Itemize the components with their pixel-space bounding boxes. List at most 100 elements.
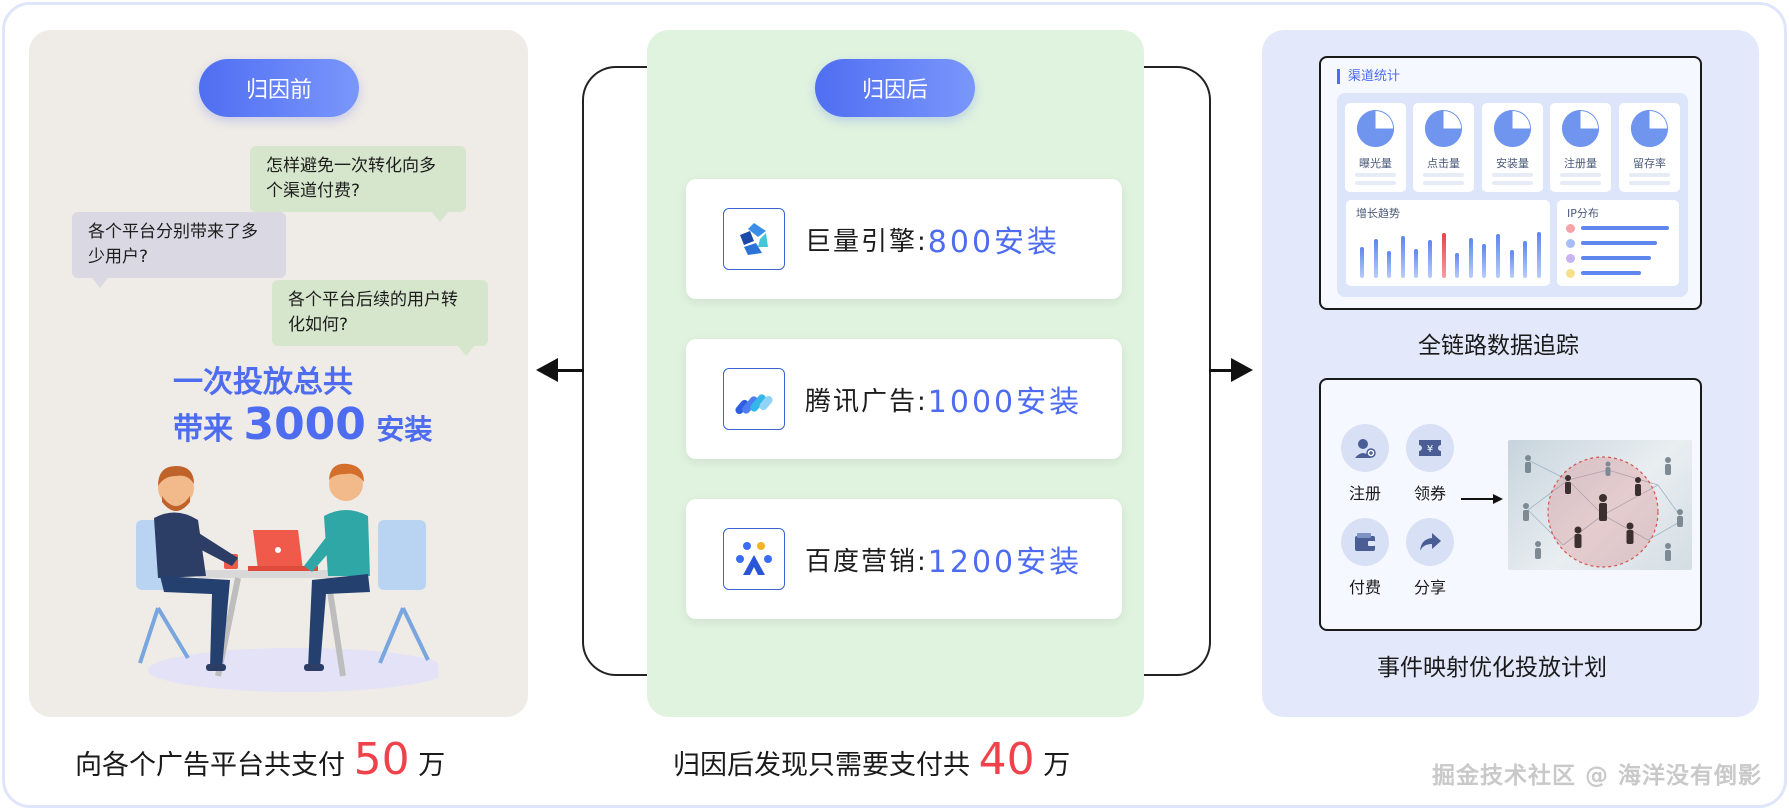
pie-chart-icon bbox=[1494, 110, 1531, 147]
question-bubble-3: 各个平台后续的用户转化如何? bbox=[272, 280, 488, 356]
dashboard-title: 渠道统计 bbox=[1337, 69, 1400, 84]
event-label: 分享 bbox=[1413, 578, 1446, 597]
platform-name: 巨量引擎: bbox=[805, 226, 928, 257]
legend-bar bbox=[1581, 226, 1669, 230]
trend-bar bbox=[1441, 233, 1446, 278]
question-text-2: 各个平台分别带来了多少用户? bbox=[88, 222, 258, 267]
ip-title: IP分布 bbox=[1567, 207, 1599, 220]
trend-bar bbox=[1536, 232, 1541, 278]
trend-bar bbox=[1509, 250, 1514, 278]
trend-bar bbox=[1468, 237, 1473, 278]
growth-trend-chart: 增长趋势 bbox=[1346, 200, 1550, 286]
metric-card: 安装量 bbox=[1482, 103, 1543, 192]
metric-card: 注册量 bbox=[1550, 103, 1611, 192]
pie-chart-icon bbox=[1357, 110, 1394, 147]
trend-bar bbox=[1373, 238, 1378, 278]
before-cost-unit: 万 bbox=[418, 750, 446, 781]
event-label: 注册 bbox=[1348, 484, 1381, 503]
meeting-illustration bbox=[136, 463, 438, 692]
platform-installs: 1000安装 bbox=[927, 385, 1083, 420]
left-arrow-icon bbox=[536, 358, 558, 382]
legend-dot bbox=[1566, 224, 1575, 233]
placeholder-line bbox=[1423, 181, 1464, 185]
after-cost-prefix: 归因后发现只需要支付共 bbox=[673, 750, 970, 781]
ocean-engine-logo-icon bbox=[723, 208, 785, 270]
metric-label: 注册量 bbox=[1564, 157, 1597, 170]
metric-card: 曝光量 bbox=[1345, 103, 1406, 192]
mapping-arrow-icon bbox=[1461, 494, 1503, 504]
metric-label: 留存率 bbox=[1633, 157, 1666, 170]
event-coupon: ¥ 领券 bbox=[1400, 424, 1460, 504]
headline-prefix: 带来 bbox=[173, 412, 233, 447]
metric-card: 留存率 bbox=[1619, 103, 1680, 192]
platform-installs: 1200安装 bbox=[927, 545, 1083, 580]
bubble-tail bbox=[432, 212, 448, 222]
events-caption: 事件映射优化投放计划 bbox=[1377, 655, 1607, 681]
before-attribution-pill: 归因前 bbox=[199, 59, 359, 117]
question-text-3: 各个平台后续的用户转化如何? bbox=[288, 290, 458, 335]
dashboard-body: 曝光量 点击量 安装量 注册量 留存率 增 bbox=[1337, 93, 1688, 297]
before-cost-number: 50 bbox=[353, 734, 410, 785]
headline-line-1: 一次投放总共 bbox=[173, 365, 353, 400]
platform-name: 百度营销: bbox=[805, 546, 928, 577]
question-text-1: 怎样避免一次转化向多个渠道付费? bbox=[266, 156, 436, 201]
platform-card-baidu-marketing: 百度营销: 1200安装 bbox=[686, 499, 1122, 619]
before-attribution-panel bbox=[29, 30, 528, 717]
question-bubble-2: 各个平台分别带来了多少用户? bbox=[72, 212, 286, 288]
audience-network-image bbox=[1508, 440, 1692, 570]
metric-label: 曝光量 bbox=[1359, 157, 1392, 170]
event-label: 付费 bbox=[1348, 578, 1381, 597]
right-arrow-shaft bbox=[1209, 369, 1239, 372]
metric-label: 安装量 bbox=[1496, 157, 1529, 170]
channel-stats-dashboard: 渠道统计 曝光量 点击量 安装量 注册量 留存率 bbox=[1319, 56, 1702, 310]
event-share: 分享 bbox=[1400, 518, 1460, 598]
after-cost-unit: 万 bbox=[1043, 750, 1071, 781]
left-arrow-shaft bbox=[548, 369, 584, 372]
question-bubble-1: 怎样避免一次转化向多个渠道付费? bbox=[250, 146, 466, 222]
after-cost-caption: 归因后发现只需要支付共 40 万 bbox=[673, 734, 1070, 785]
platform-card-tencent-ads: 腾讯广告: 1000安装 bbox=[686, 339, 1122, 459]
legend-dot bbox=[1566, 254, 1575, 263]
wallet-icon bbox=[1341, 518, 1389, 566]
placeholder-line bbox=[1492, 173, 1533, 177]
after-attribution-pill: 归因后 bbox=[815, 59, 975, 117]
bubble-tail bbox=[92, 278, 108, 288]
right-arrow-icon bbox=[1231, 358, 1253, 382]
trend-bar bbox=[1482, 244, 1487, 278]
baidu-marketing-logo-icon bbox=[723, 528, 785, 590]
platform-card-ocean-engine: 巨量引擎: 800安装 bbox=[686, 179, 1122, 299]
trend-bar bbox=[1414, 248, 1419, 278]
placeholder-line bbox=[1355, 173, 1396, 177]
metric-label: 点击量 bbox=[1427, 157, 1460, 170]
legend-bar bbox=[1581, 271, 1641, 275]
event-mapping-box: 注册 ¥ 领券 付费 分享 bbox=[1319, 378, 1702, 631]
coupon-icon: ¥ bbox=[1406, 424, 1454, 472]
tencent-ads-logo-icon bbox=[723, 368, 785, 430]
placeholder-line bbox=[1355, 181, 1396, 185]
total-installs-headline: 一次投放总共 带来 3000 安装 bbox=[173, 362, 432, 451]
legend-dot bbox=[1566, 269, 1575, 278]
before-cost-prefix: 向各个广告平台共支付 bbox=[75, 750, 345, 781]
before-cost-caption: 向各个广告平台共支付 50 万 bbox=[75, 734, 445, 785]
headline-number: 3000 bbox=[243, 399, 366, 450]
event-register: 注册 bbox=[1335, 424, 1395, 504]
trend-bar bbox=[1400, 236, 1405, 278]
trend-bar bbox=[1428, 239, 1432, 278]
dashboard-caption: 全链路数据追踪 bbox=[1418, 333, 1579, 359]
after-cost-number: 40 bbox=[978, 734, 1035, 785]
watermark: 掘金技术社区 @ 海洋没有倒影 bbox=[1432, 763, 1763, 789]
trend-bar bbox=[1387, 251, 1392, 278]
pie-chart-icon bbox=[1425, 110, 1462, 147]
placeholder-line bbox=[1629, 173, 1670, 177]
trend-title: 增长趋势 bbox=[1356, 207, 1400, 220]
placeholder-line bbox=[1423, 173, 1464, 177]
placeholder-line bbox=[1560, 181, 1601, 185]
svg-text:¥: ¥ bbox=[1427, 444, 1433, 455]
ip-distribution-chart: IP分布 bbox=[1557, 200, 1679, 286]
pie-chart-icon bbox=[1631, 110, 1668, 147]
event-label: 领券 bbox=[1413, 484, 1446, 503]
share-icon bbox=[1406, 518, 1454, 566]
trend-bar bbox=[1523, 241, 1528, 278]
metric-card: 点击量 bbox=[1413, 103, 1474, 192]
platform-installs: 800安装 bbox=[927, 225, 1061, 260]
